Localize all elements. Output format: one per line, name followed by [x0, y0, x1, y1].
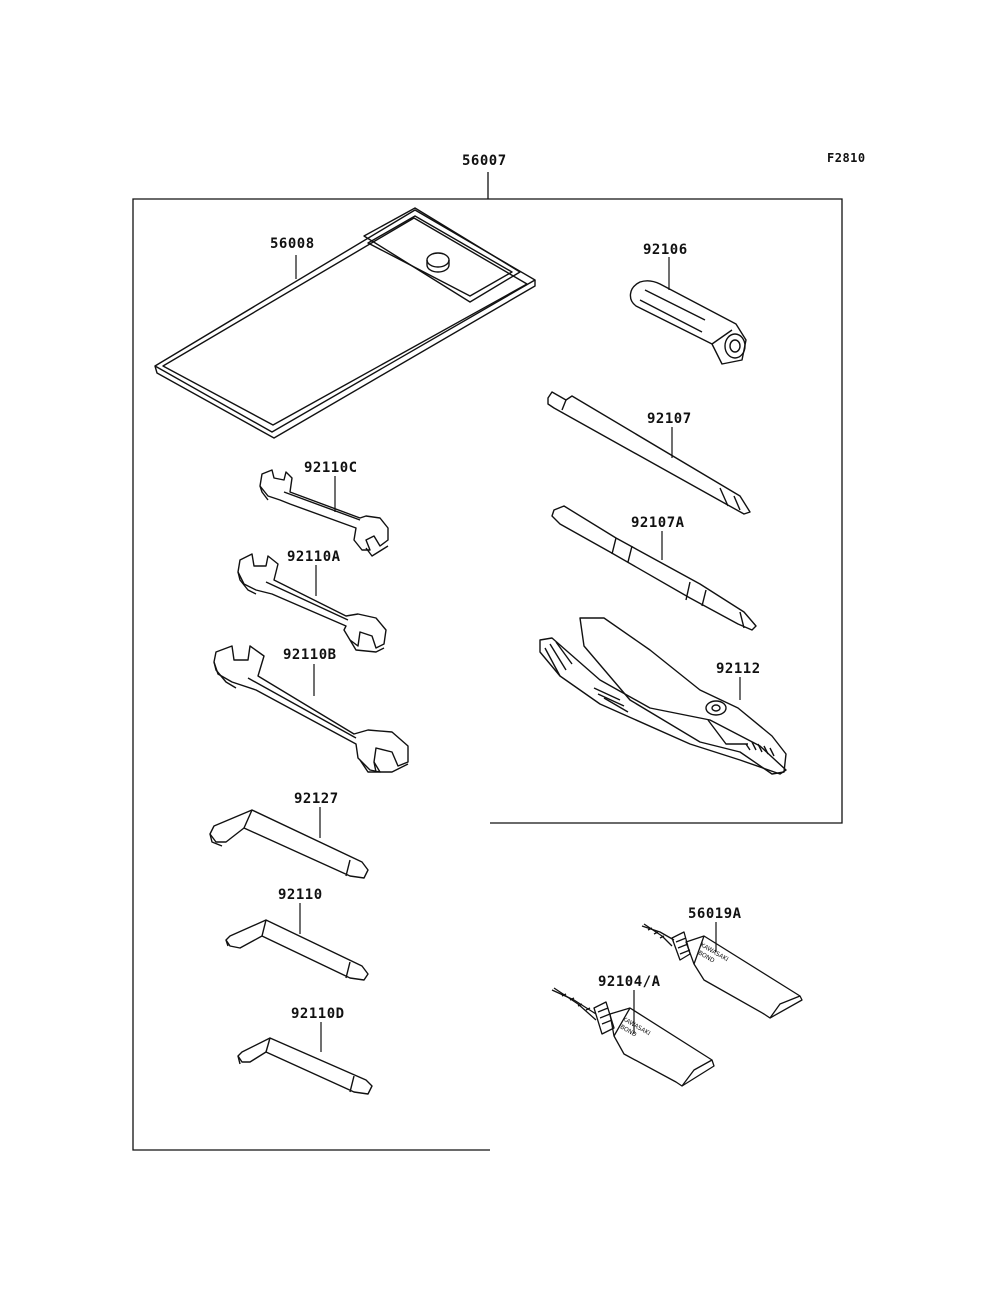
part-label-92110: 92110: [278, 887, 323, 903]
part-label-92107a: 92107A: [631, 515, 685, 531]
wrench-small-illustration: [259, 469, 389, 557]
part-label-92107: 92107: [647, 411, 692, 427]
part-label-92110c: 92110C: [304, 460, 358, 476]
bond-tube-b-illustration: [551, 987, 715, 1087]
part-label-92104a: 92104/A: [598, 974, 661, 990]
part-label-92106: 92106: [643, 242, 688, 258]
bond-tube-a-print: KAWASAKI BOND: [697, 942, 730, 965]
kit-frame: [132, 172, 843, 1151]
hex-key-large-illustration: [209, 809, 369, 879]
part-label-56007: 56007: [462, 153, 507, 169]
wrench-large-illustration: [213, 645, 409, 773]
spark-plug-wrench-illustration: [629, 279, 747, 365]
screwdriver-phillips-illustration: [547, 391, 751, 515]
hex-key-medium-illustration: [225, 919, 369, 981]
part-label-92110d: 92110D: [291, 1006, 345, 1022]
part-label-56019a: 56019A: [688, 906, 742, 922]
hex-key-small-illustration: [237, 1037, 373, 1095]
screwdriver-combo-illustration: [551, 505, 757, 631]
part-label-92127: 92127: [294, 791, 339, 807]
part-label-92112: 92112: [716, 661, 761, 677]
part-label-56008: 56008: [270, 236, 315, 252]
wrench-medium-illustration: [237, 553, 387, 653]
part-label-92110a: 92110A: [287, 549, 341, 565]
figure-code-label: F2810: [827, 151, 866, 165]
pliers-illustration: [539, 617, 787, 775]
part-label-92110b: 92110B: [283, 647, 337, 663]
tool-case-illustration: [154, 207, 536, 439]
bond-tube-a-illustration: [641, 923, 803, 1019]
